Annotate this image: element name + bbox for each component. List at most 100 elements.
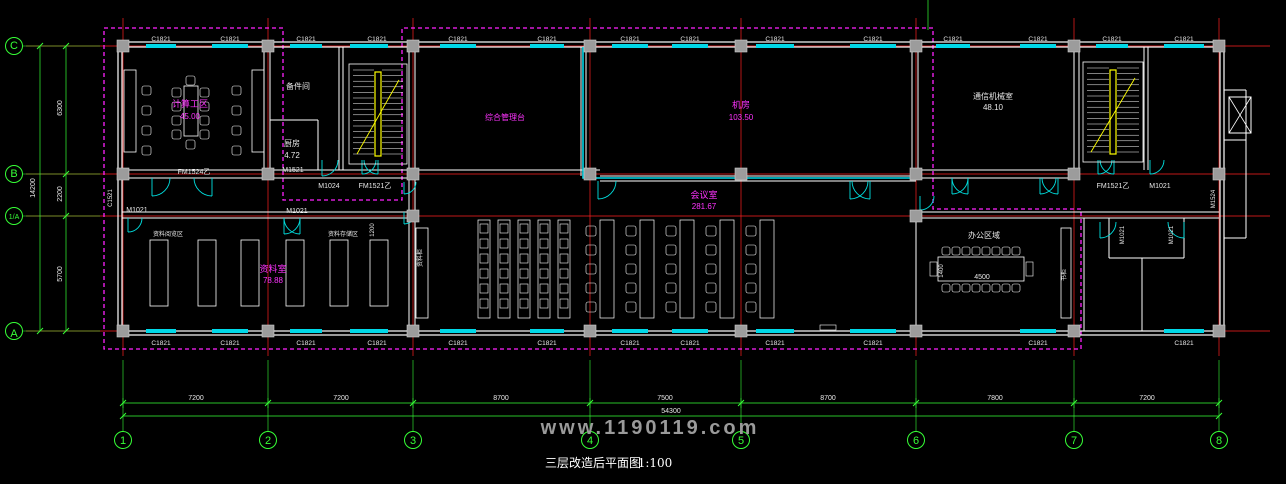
grid-bubble [907,431,925,449]
door-tag: FM1521乙 [359,182,392,190]
chair [971,283,981,293]
grid-bubble [732,431,750,449]
door-swing [283,217,301,235]
window-tag: C1821 [863,36,883,43]
chair [585,301,597,313]
sub-label-storage: 资料存储区 [328,230,358,238]
stair-handrail [1109,69,1117,155]
window-tag: C1821 [448,340,468,347]
column [1212,324,1226,338]
window-tag: C1821 [220,36,240,43]
table-dimension: 1400 [939,264,945,278]
column [406,324,420,338]
cabinet [415,227,429,319]
column [734,324,748,338]
fire-zone-boundaries [103,27,1082,350]
monitor [479,238,489,249]
chair [199,129,210,140]
window [290,44,322,48]
stair-arrow [356,79,400,155]
chair [1011,283,1021,293]
col-dim: 7200 [188,395,204,402]
monitor [479,223,489,234]
dim-tick [62,212,70,220]
window [850,44,896,48]
window [1096,44,1128,48]
column [909,324,923,338]
shelf [149,239,169,307]
monitor [539,283,549,294]
column [909,209,923,223]
room-area-comm: 48.10 [983,103,1004,112]
chair [1011,246,1021,256]
chair [231,125,242,136]
door-swing [597,180,617,200]
window [212,329,248,333]
chair [141,125,152,136]
window [212,44,248,48]
dimension-lines [5,37,1228,449]
column [734,167,748,181]
chair [141,145,152,156]
door-swing [951,177,969,195]
sub-label-bookcase: 书柜 [1060,269,1068,281]
window-tag: C1821 [863,340,883,347]
desk-row [639,219,655,319]
grid-bubble [114,431,132,449]
exterior-wall-outer [117,41,1225,336]
window-tag: C1821 [765,340,785,347]
stair-arrow [1090,77,1136,153]
room-label-management: 综合管理台 [485,112,525,122]
monitor [559,223,569,234]
door-tag: FM1524乙 [178,168,211,176]
door-swing [849,180,869,200]
shelf [329,239,349,307]
structural-columns [116,39,1226,338]
chair [745,301,757,313]
grid-col-label: 8 [1216,435,1222,447]
column [406,209,420,223]
room-label-meeting: 会议室 [690,189,717,200]
dim-tick [36,327,44,335]
monitor [519,253,529,264]
monitor [559,238,569,249]
office-table [937,256,1025,282]
drawing-scale: 1:100 [638,456,673,470]
room-label-comm: 通信机械室 [973,91,1013,101]
bookcase [1060,227,1072,319]
row-dim-middle: 2200 [57,186,64,202]
chair [199,115,210,126]
grid-bubble [5,165,23,183]
column [909,39,923,53]
window-tag: C1821 [367,36,387,43]
door-swing [403,181,417,195]
shelf [197,239,217,307]
window [530,329,564,333]
door-swing [1041,177,1059,195]
door-swing [919,195,935,211]
chair [1001,283,1011,293]
monitor [559,283,569,294]
grid-col-label: 3 [410,435,416,447]
room-area-meeting: 281.67 [692,202,717,211]
door-swing [1149,159,1165,175]
door-swing [1167,221,1185,239]
chair [625,225,637,237]
door-tag: M1021 [1120,225,1126,244]
column [583,39,597,53]
desk-row [557,219,571,319]
desk-row [759,219,775,319]
chair [185,75,196,86]
total-length: 54300 [661,408,681,415]
partition-wall [582,47,916,179]
desk-row [517,219,531,319]
dim-tick [62,170,70,178]
window [530,44,564,48]
chair [705,301,717,313]
door-swing [851,180,871,200]
chair [199,87,210,98]
monitor [499,223,509,234]
window-tag: C1821 [1174,36,1194,43]
window [1164,329,1204,333]
chair [625,244,637,256]
